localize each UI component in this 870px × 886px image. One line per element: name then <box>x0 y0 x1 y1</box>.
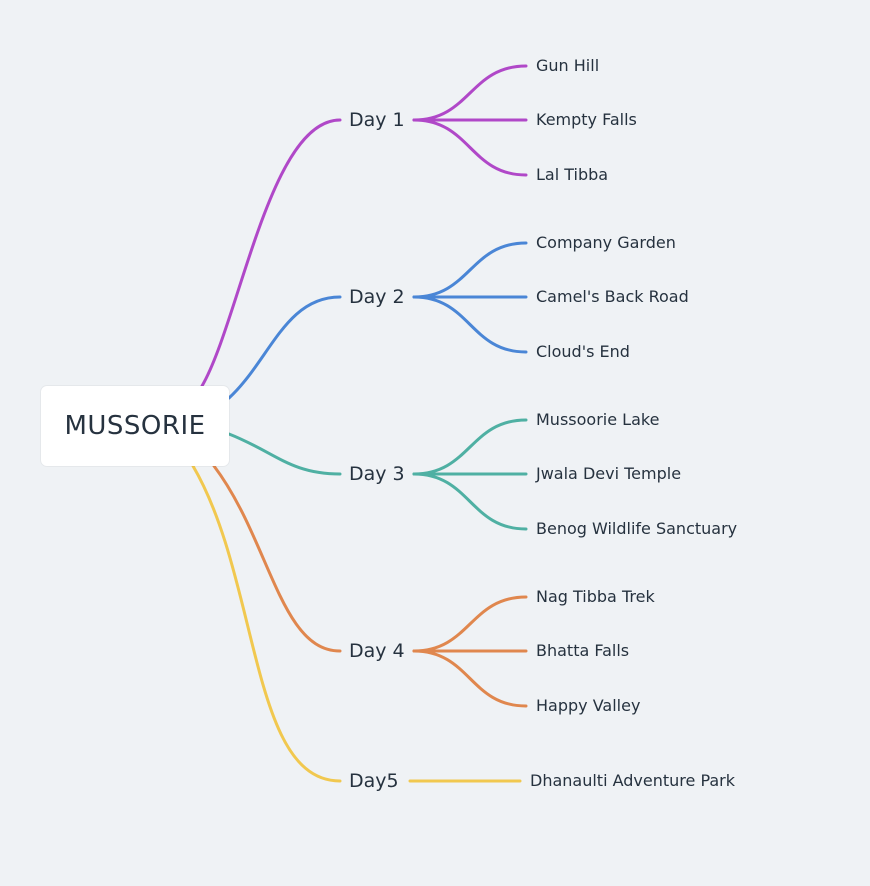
connector-day1-item1 <box>412 64 528 122</box>
leaf-day1-item1[interactable]: Gun Hill <box>536 56 600 75</box>
leaf-day2-item2[interactable]: Camel's Back Road <box>536 287 689 306</box>
branch-day1-label[interactable]: Day 1 <box>349 109 405 131</box>
root-topic-node[interactable]: MUSSORIE <box>41 386 229 466</box>
connector-day2-item1 <box>412 241 528 299</box>
leaf-day2-item1[interactable]: Company Garden <box>536 233 676 252</box>
leaf-day4-item2[interactable]: Bhatta Falls <box>536 641 630 660</box>
leaf-day3-item1[interactable]: Mussoorie Lake <box>536 410 660 429</box>
leaf-day4-item3[interactable]: Happy Valley <box>536 696 641 715</box>
branch-day3-label[interactable]: Day 3 <box>349 463 405 485</box>
leaf-day5-item1[interactable]: Dhanaulti Adventure Park <box>530 771 736 790</box>
branch-day4-label[interactable]: Day 4 <box>349 640 405 662</box>
connector-root-day2 <box>227 295 342 400</box>
leaf-day1-item2[interactable]: Kempty Falls <box>536 110 637 129</box>
leaf-day4-item1[interactable]: Nag Tibba Trek <box>536 587 655 606</box>
leaf-day1-item3[interactable]: Lal Tibba <box>536 165 609 184</box>
connector-day1-item3 <box>412 118 528 177</box>
connector-day4-item3 <box>412 649 528 708</box>
leaf-day3-item2[interactable]: Jwala Devi Temple <box>536 464 682 483</box>
leaf-day3-item3[interactable]: Benog Wildlife Sanctuary <box>536 519 738 538</box>
connector-root-day5 <box>191 464 342 783</box>
connector-day2-item3 <box>412 295 528 354</box>
root-topic-label: MUSSORIE <box>64 411 206 441</box>
branch-day5-label[interactable]: Day5 <box>349 770 399 792</box>
connector-root-day3 <box>227 432 342 476</box>
connector-day3-item1 <box>412 418 528 476</box>
connector-day4-item1 <box>412 595 528 653</box>
connector-day3-item3 <box>412 472 528 531</box>
connector-root-day4 <box>212 464 342 653</box>
leaf-day2-item3[interactable]: Cloud's End <box>536 342 630 361</box>
branch-day2-label[interactable]: Day 2 <box>349 286 405 308</box>
connector-root-day1 <box>200 118 342 388</box>
